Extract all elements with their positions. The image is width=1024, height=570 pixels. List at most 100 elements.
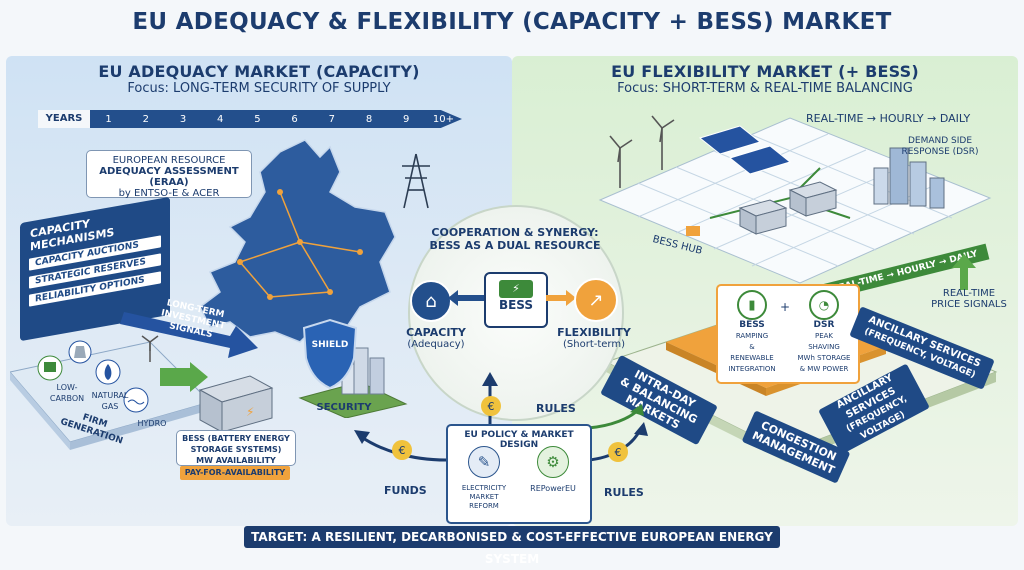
years-timeline: YEARS 1 2 3 4 5 6 7 8 9 10+ xyxy=(38,110,462,128)
hydro-label: HYDRO xyxy=(137,419,167,428)
bess-line1: BESS (BATTERY ENERGY xyxy=(182,434,290,443)
bess-unit-icon xyxy=(738,181,838,235)
europe-map-illustration xyxy=(199,139,396,343)
bess-container-icon: ⚡ xyxy=(198,375,274,433)
repowereu-label: REPowerEU xyxy=(530,484,576,493)
dsr-card-l4: & MW POWER xyxy=(799,365,849,373)
adequacy-heading: EU ADEQUACY MARKET (CAPACITY) xyxy=(98,62,420,81)
hydro-icon xyxy=(123,387,149,413)
wind-turbine-icon xyxy=(609,115,675,188)
year-3: 3 xyxy=(179,113,187,125)
dsr-card: ◔ DSR PEAK SHAVING MWh STORAGE & MW POWE… xyxy=(794,290,854,375)
shield-label: SHIELD xyxy=(311,340,349,350)
capacity-caption: CAPACITY (Adequacy) xyxy=(396,326,476,350)
green-flow-arrow xyxy=(160,362,208,392)
bess-card-title: BESS xyxy=(739,320,765,330)
flexibility-link-arrow xyxy=(546,290,576,306)
grid-interconnections xyxy=(239,191,361,298)
trend-chart-icon: ↗ xyxy=(588,289,604,311)
target-banner: TARGET: A RESILIENT, DECARBONISED & COST… xyxy=(244,526,780,566)
low-carbon-label: LOW-CARBON xyxy=(49,383,85,403)
pylon-icon xyxy=(402,153,430,209)
focus-prefix: Focus: xyxy=(617,81,663,96)
policy-title: EU POLICY & MARKET DESIGN xyxy=(464,430,574,450)
flexibility-caption: FLEXIBILITY (Short-term) xyxy=(544,326,644,350)
cooperation-title-2: BESS AS A DUAL RESOURCE xyxy=(429,239,601,252)
natural-gas-label: NATURAL GAS xyxy=(91,391,129,411)
bess-box: BESS (BATTERY ENERGY STORAGE SYSTEMS) MW… xyxy=(176,430,296,466)
flexibility-node: ↗ xyxy=(574,278,618,322)
generation-platform xyxy=(10,335,210,450)
smart-grid-illustration xyxy=(598,115,992,284)
rules-top-label: RULES xyxy=(536,402,576,415)
solar-panel-icon xyxy=(698,125,792,175)
nuclear-icon xyxy=(68,340,92,364)
year-9: 9 xyxy=(403,113,410,125)
low-carbon-icon xyxy=(37,355,63,381)
natural-gas-icon xyxy=(95,359,121,385)
euro-coin-icon: € xyxy=(392,440,412,460)
years-label: YEARS xyxy=(38,110,90,128)
euro-coin-icon: € xyxy=(481,396,501,416)
repowereu-item: ⚙ REPowerEU xyxy=(524,446,582,493)
dsr-card-l2: SHAVING xyxy=(808,343,840,351)
shield-icon xyxy=(302,318,358,390)
year-1: 1 xyxy=(105,113,112,125)
flexibility-sub: (Short-term) xyxy=(563,339,625,350)
security-label: SECURITY xyxy=(316,402,372,413)
bess-center-node: ⚡ BESS xyxy=(484,272,548,328)
flexibility-heading: EU FLEXIBILITY MARKET (+ BESS) xyxy=(611,62,919,81)
pylon-node-icon: ⌂ xyxy=(425,290,437,312)
gauge-icon: ◔ xyxy=(809,290,839,320)
market-reform-line1: ELECTRICITY xyxy=(461,484,507,492)
year-2: 2 xyxy=(142,113,149,125)
cooperation-title: COOPERATION & SYNERGY: BESS AS A DUAL RE… xyxy=(420,226,610,252)
page-title: EU ADEQUACY & FLEXIBILITY (CAPACITY + BE… xyxy=(132,9,892,35)
funds-label: FUNDS xyxy=(384,484,427,497)
svg-text:⚡: ⚡ xyxy=(246,405,254,419)
eraa-line2: ADEQUACY ASSESSMENT (ERAA) xyxy=(99,166,239,188)
year-6: 6 xyxy=(291,113,298,125)
capacity-label: CAPACITY xyxy=(406,326,466,339)
bess-center-label: BESS xyxy=(498,298,534,312)
eraa-line3: by ENTSO-E & ACER xyxy=(118,188,220,199)
cooperation-title-1: COOPERATION & SYNERGY: xyxy=(431,226,599,239)
price-line2: PRICE SIGNALS xyxy=(931,299,1007,310)
battery-icon: ▮ xyxy=(737,290,767,320)
investment-signals-arrow xyxy=(120,312,258,358)
security-illustration xyxy=(298,318,408,418)
bess-line2: STORAGE SYSTEMS) xyxy=(190,445,282,454)
adequacy-header: EU ADEQUACY MARKET (CAPACITY) Focus: LON… xyxy=(6,62,512,96)
plus-sign: + xyxy=(780,300,791,314)
dsr-card-l1: PEAK xyxy=(814,332,834,340)
policy-flow-arrows xyxy=(354,372,648,462)
bess-hub-marker xyxy=(686,226,700,236)
capacity-sub: (Adequacy) xyxy=(407,339,465,350)
dsr-top-label: DEMAND SIDE RESPONSE (DSR) xyxy=(892,136,988,158)
dsr-card-l3: MWh STORAGE xyxy=(797,354,851,362)
market-reform-line2: MARKET REFORM xyxy=(469,493,499,510)
focus-prefix: Focus: xyxy=(127,81,174,96)
bess-card: ▮ BESS RAMPING & RENEWABLE INTEGRATION xyxy=(724,290,780,375)
bess-card-l4: INTEGRATION xyxy=(728,365,776,373)
dsr-card-title: DSR xyxy=(813,320,835,330)
flexibility-header: EU FLEXIBILITY MARKET (+ BESS) Focus: SH… xyxy=(512,62,1018,96)
adequacy-focus: Focus: LONG-TERM SECURITY OF SUPPLY xyxy=(6,81,512,96)
wind-icon xyxy=(141,335,159,362)
euro-coin-icon: € xyxy=(608,442,628,462)
gear-icon: ⚙ xyxy=(537,446,569,478)
bess-card-l1: RAMPING xyxy=(735,332,769,340)
market-reform-item: ✎ ELECTRICITY MARKET REFORM xyxy=(456,446,512,511)
policy-box: EU POLICY & MARKET DESIGN ✎ ELECTRICITY … xyxy=(446,424,592,524)
bess-line3: MW AVAILABILITY xyxy=(196,456,276,465)
grid-nodes xyxy=(237,189,363,300)
bess-card-l3: RENEWABLE xyxy=(730,354,774,362)
up-arrow-icon xyxy=(952,254,976,290)
year-10-plus: 10+ xyxy=(432,113,454,125)
year-8: 8 xyxy=(365,113,373,125)
price-line1: REAL-TIME xyxy=(942,288,996,299)
flexibility-focus: Focus: SHORT-TERM & REAL-TIME BALANCING xyxy=(512,81,1018,96)
year-7: 7 xyxy=(328,113,335,125)
eraa-box: EUROPEAN RESOURCE ADEQUACY ASSESSMENT (E… xyxy=(86,150,252,199)
pay-for-availability-tag: PAY-FOR-AVAILABILITY xyxy=(180,466,290,480)
